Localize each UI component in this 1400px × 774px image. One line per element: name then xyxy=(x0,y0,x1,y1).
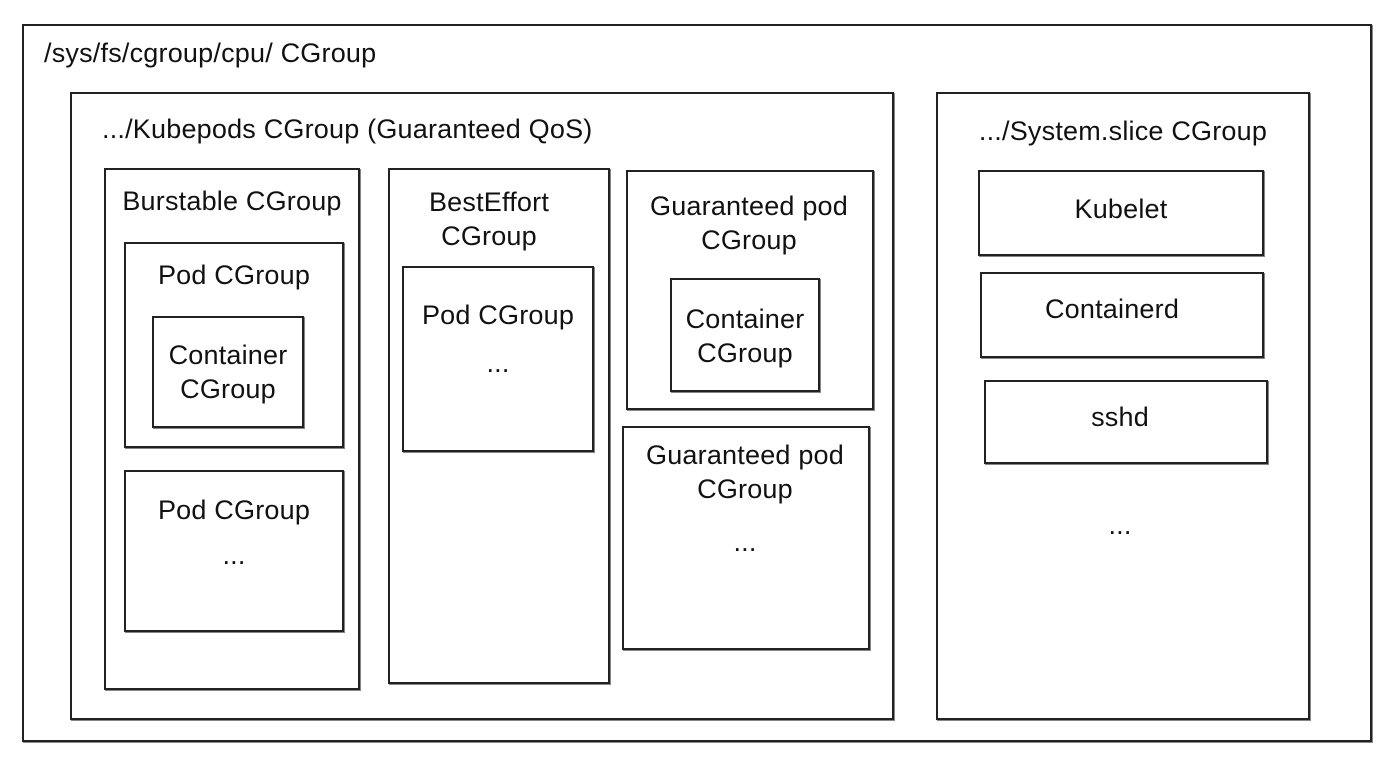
burstable-pod2-cgroup-title: Pod CGroup xyxy=(157,495,311,525)
burstable-container-cgroup-label: Container CGroup xyxy=(168,340,288,404)
guaranteed-pod-cgroup-title-2: Guaranteed pod CGroup xyxy=(646,440,844,504)
besteffort-cgroup-box xyxy=(388,168,610,684)
system-slice-ellipsis: ... xyxy=(1108,510,1132,540)
system-item-containerd-box xyxy=(980,272,1264,358)
guaranteed-pod-cgroup-box-2 xyxy=(622,426,870,650)
system-item-containerd-label: Containerd xyxy=(1044,294,1180,324)
root-cgroup-box xyxy=(22,24,1372,742)
guaranteed-pod-ellipsis: ... xyxy=(733,527,757,557)
burstable-pod-cgroup-title: Pod CGroup xyxy=(157,260,311,290)
guaranteed-pod-cgroup-title-1: Guaranteed pod CGroup xyxy=(650,191,848,255)
system-item-sshd-label: sshd xyxy=(1091,402,1149,432)
burstable-pod2-ellipsis: ... xyxy=(222,540,246,570)
burstable-container-cgroup-box xyxy=(152,316,304,428)
burstable-pod2-cgroup-box xyxy=(124,470,344,632)
root-cgroup-title: /sys/fs/cgroup/cpu/ CGroup xyxy=(44,38,377,68)
kubepods-cgroup-title: .../Kubepods CGroup (Guaranteed QoS) xyxy=(102,114,593,144)
system-item-sshd-box xyxy=(984,380,1268,464)
system-slice-cgroup-box xyxy=(936,92,1310,720)
besteffort-cgroup-title: BestEffort CGroup xyxy=(428,187,550,251)
guaranteed-container-cgroup-box xyxy=(670,278,820,392)
system-slice-cgroup-title: .../System.slice CGroup xyxy=(978,116,1268,146)
system-item-kubelet-box xyxy=(978,170,1264,256)
burstable-cgroup-title: Burstable CGroup xyxy=(122,186,342,216)
besteffort-pod-cgroup-box xyxy=(402,266,594,452)
kubepods-cgroup-box xyxy=(70,92,894,720)
besteffort-pod-cgroup-title: Pod CGroup xyxy=(421,300,575,330)
burstable-pod-cgroup-box xyxy=(124,242,344,448)
system-item-kubelet-label: Kubelet xyxy=(1074,194,1168,224)
guaranteed-container-cgroup-label: Container CGroup xyxy=(685,304,805,368)
besteffort-pod-ellipsis: ... xyxy=(486,348,510,378)
burstable-cgroup-box xyxy=(104,168,360,690)
guaranteed-pod-cgroup-box-1 xyxy=(626,170,874,410)
